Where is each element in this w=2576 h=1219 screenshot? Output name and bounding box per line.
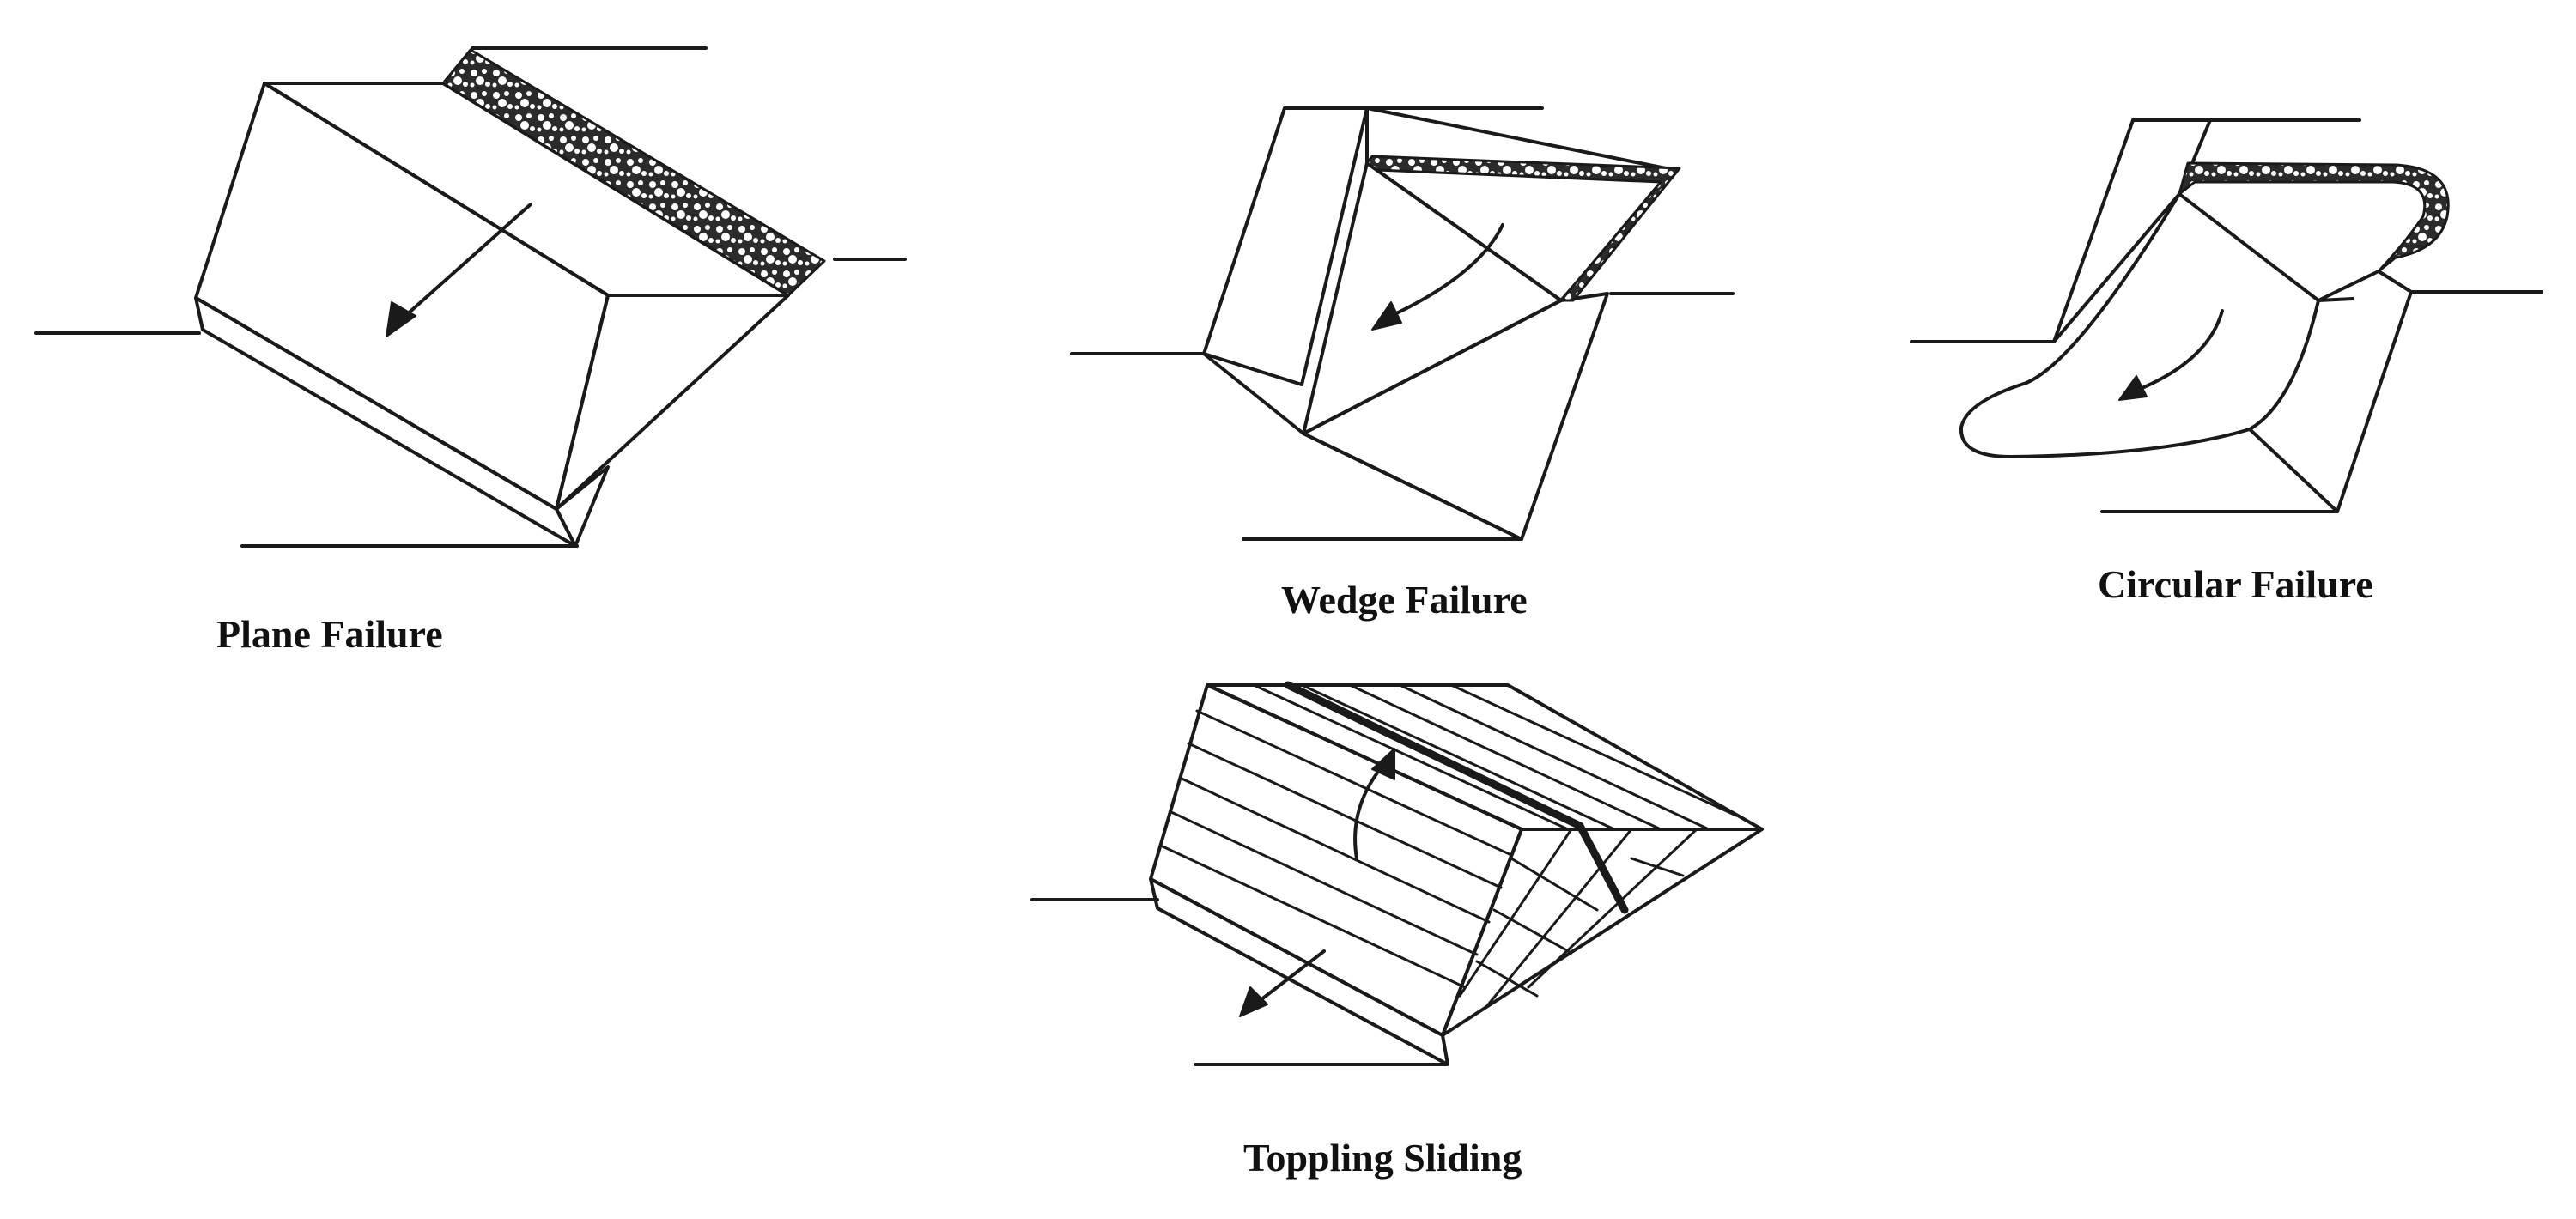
caption-plane-failure: Plane Failure <box>216 612 443 656</box>
plane-failure-figure <box>34 46 907 548</box>
toppling-sliding-figure <box>1030 681 1764 1066</box>
caption-toppling-sliding: Toppling Sliding <box>1243 1136 1522 1180</box>
caption-circular-failure: Circular Failure <box>2098 562 2373 606</box>
circular-failure-figure <box>1910 118 2543 513</box>
caption-wedge-failure: Wedge Failure <box>1281 578 1528 622</box>
wedge-failure-figure <box>1070 106 1735 541</box>
